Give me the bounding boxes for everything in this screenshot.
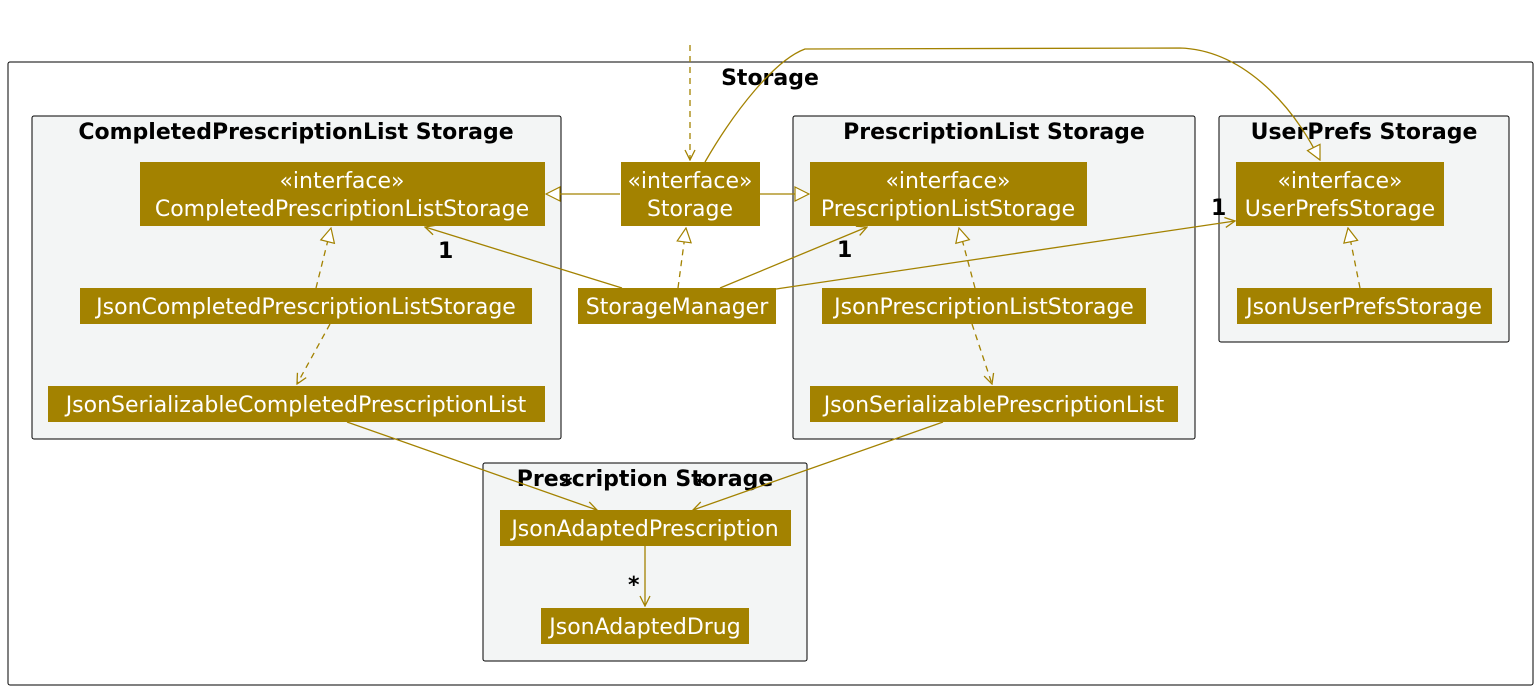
class-name: UserPrefsStorage	[1245, 197, 1435, 222]
class-json-completed-prescription-list-storage[interactable]: JsonCompletedPrescriptionListStorage	[80, 288, 532, 324]
class-storage-interface[interactable]: «interface» Storage	[621, 162, 760, 226]
class-name: JsonSerializablePrescriptionList	[822, 393, 1165, 418]
class-json-user-prefs-storage[interactable]: JsonUserPrefsStorage	[1237, 288, 1492, 324]
class-json-serializable-completed-prescription-list[interactable]: JsonSerializableCompletedPrescriptionLis…	[48, 386, 545, 422]
class-name: StorageManager	[586, 295, 769, 320]
edge-storagemanager-to-userprefsstorage	[775, 221, 1235, 290]
class-name: JsonAdaptedPrescription	[509, 517, 778, 542]
edge-storagemanager-to-prescriptionliststorage	[719, 227, 867, 289]
package-completed-title: CompletedPrescriptionList Storage	[78, 120, 513, 145]
class-json-adapted-drug[interactable]: JsonAdaptedDrug	[541, 608, 749, 644]
edge-jsoncompleted-to-serializable	[297, 323, 331, 384]
stereotype-label: «interface»	[279, 169, 404, 194]
package-user-prefs-title: UserPrefs Storage	[1251, 120, 1478, 145]
stereotype-label: «interface»	[885, 169, 1010, 194]
class-name: JsonPrescriptionListStorage	[832, 295, 1134, 320]
edge-storage-to-userprefsstorage	[704, 47, 1320, 163]
package-prescription-title: Prescription Storage	[517, 467, 774, 492]
stereotype-label: «interface»	[1277, 169, 1402, 194]
package-prescription-list-title: PrescriptionList Storage	[843, 120, 1145, 145]
class-user-prefs-storage-interface[interactable]: «interface» UserPrefsStorage	[1236, 162, 1444, 226]
stereotype-label: «interface»	[627, 169, 752, 194]
class-storage-manager[interactable]: StorageManager	[578, 288, 776, 324]
class-name: CompletedPrescriptionListStorage	[155, 197, 529, 222]
edge-serializablelist-to-adaptedprescription	[693, 421, 944, 510]
edge-storagemanager-to-completedstorage	[425, 227, 623, 289]
multiplicity-completed: 1	[438, 239, 453, 264]
class-name: JsonUserPrefsStorage	[1244, 295, 1482, 320]
class-completed-prescription-list-storage-interface[interactable]: «interface» CompletedPrescriptionListSto…	[140, 162, 545, 226]
package-storage-title: Storage	[721, 66, 819, 91]
multiplicity-user-prefs: 1	[1211, 196, 1226, 221]
class-prescription-list-storage-interface[interactable]: «interface» PrescriptionListStorage	[810, 162, 1087, 226]
multiplicity-from-prescription-list: *	[694, 473, 706, 498]
edge-serializablecompleted-to-adaptedprescription	[346, 421, 597, 510]
class-name: JsonSerializableCompletedPrescriptionLis…	[64, 393, 527, 418]
class-name: JsonAdaptedDrug	[547, 615, 740, 640]
class-name: JsonCompletedPrescriptionListStorage	[94, 295, 516, 320]
class-name: Storage	[647, 197, 733, 222]
class-json-adapted-prescription[interactable]: JsonAdaptedPrescription	[500, 510, 791, 546]
multiplicity-drug: *	[628, 573, 640, 598]
class-json-serializable-prescription-list[interactable]: JsonSerializablePrescriptionList	[810, 386, 1178, 422]
class-name: PrescriptionListStorage	[821, 197, 1075, 222]
multiplicity-from-completed: *	[561, 473, 573, 498]
class-json-prescription-list-storage[interactable]: JsonPrescriptionListStorage	[822, 288, 1146, 324]
multiplicity-prescription-list: 1	[837, 238, 852, 263]
